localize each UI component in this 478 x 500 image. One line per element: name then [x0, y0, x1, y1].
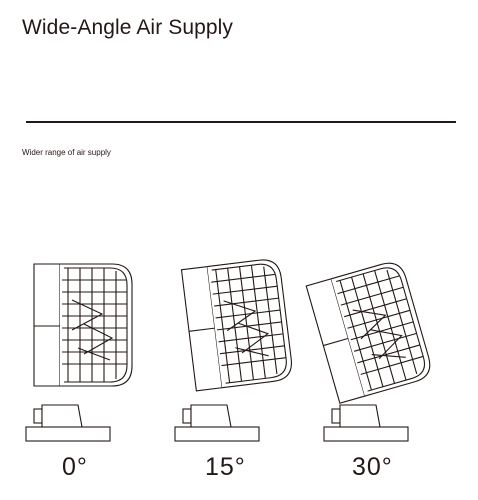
fan-tilt-illustration [25, 257, 435, 442]
angle-label-30: 30° [352, 453, 393, 481]
fan-0-degree [25, 263, 133, 442]
angle-label-0: 0° [62, 453, 88, 481]
fan-30-degree [305, 258, 435, 442]
page-subtitle: Wider range of air supply [22, 148, 111, 157]
page-title: Wide-Angle Air Supply [22, 16, 234, 39]
title-divider [26, 121, 456, 123]
angle-label-15: 15° [205, 453, 246, 481]
fan-15-degree [174, 257, 295, 442]
